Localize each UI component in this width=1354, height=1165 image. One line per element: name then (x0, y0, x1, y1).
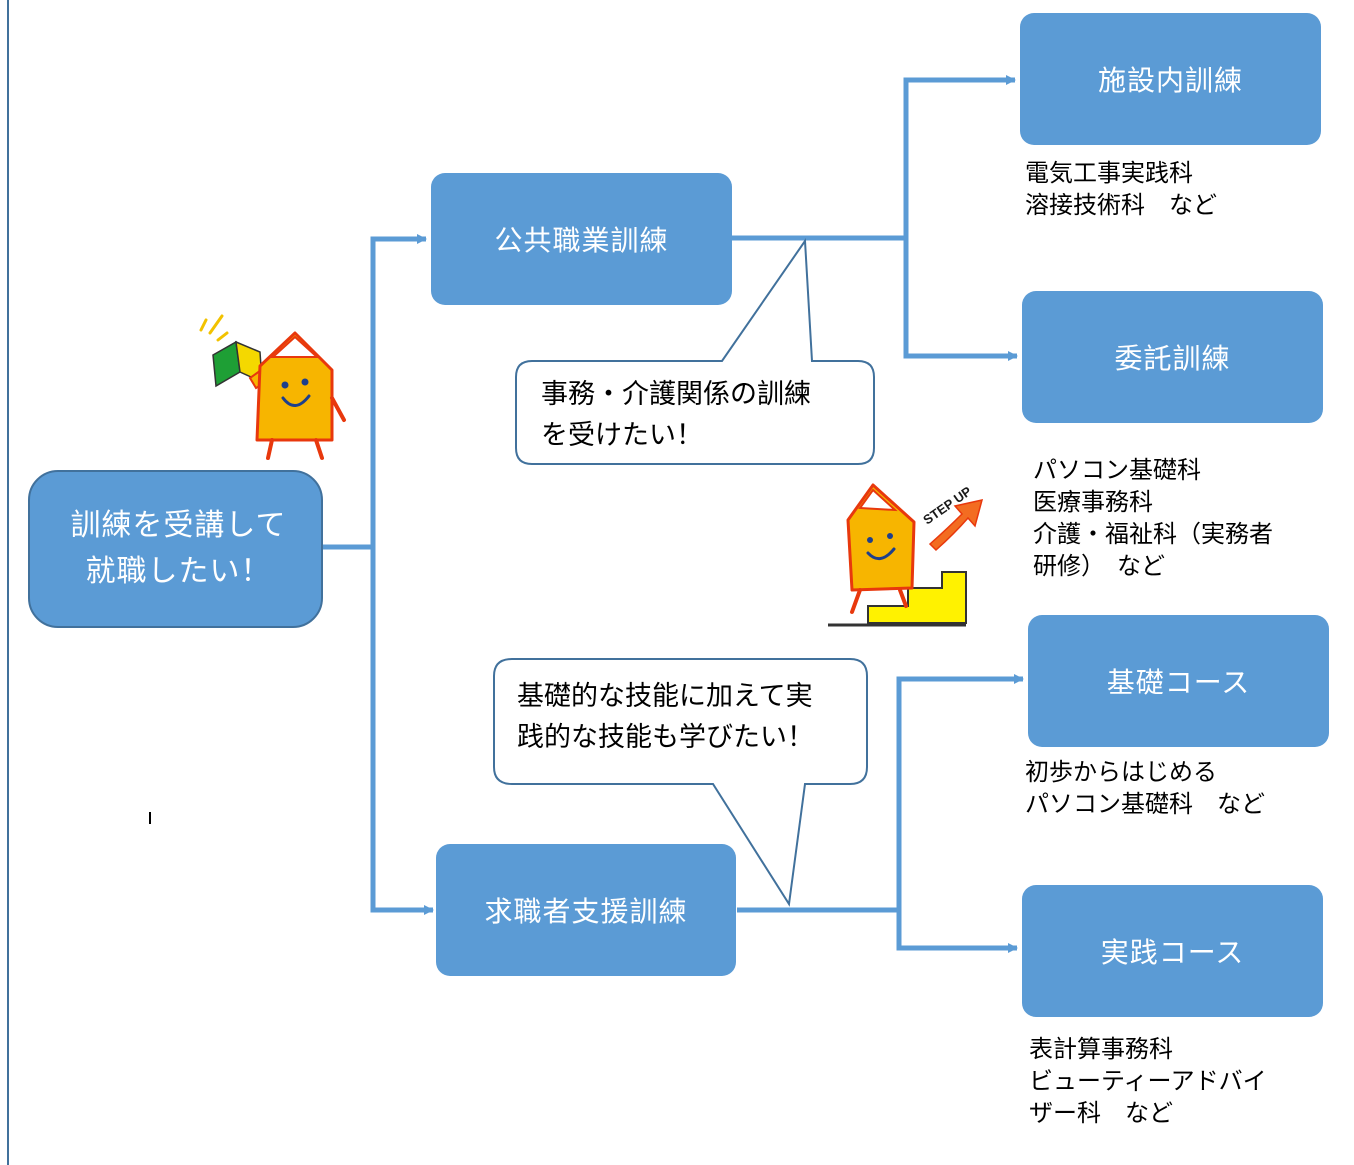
example-item: パソコン基礎科 (1033, 456, 1201, 484)
start-node: 訓練を受講して 就職したい！ (28, 470, 323, 628)
outsourced-training-label: 委託訓練 (1114, 342, 1231, 375)
start-node-line1: 訓練を受講して (70, 508, 287, 543)
start-node-line2: 就職したい！ (85, 554, 272, 589)
connector-split-jobseeker (370, 547, 434, 915)
bubble-public-line2: を受けたい！ (541, 420, 703, 451)
bubble-public-text: 事務・介護関係の訓練 を受けたい！ (541, 374, 811, 456)
stray-tick-mark (149, 812, 151, 824)
speech-bubble-jobseeker (493, 658, 868, 907)
public-training-node: 公共職業訓練 (431, 173, 732, 305)
in-facility-training-node: 施設内訓練 (1020, 13, 1321, 145)
in-facility-examples: 電気工事実践科 溶接技術科 など (1025, 157, 1217, 221)
mascot-beginner-icon (199, 314, 346, 460)
example-item: パソコン基礎科 など (1025, 790, 1265, 818)
practical-course-examples: 表計算事務科 ビューティーアドバイ ザー科 など (1029, 1033, 1267, 1129)
stepup-sign: STEP UP (920, 483, 974, 527)
practical-course-label: 実践コース (1100, 936, 1245, 969)
example-item: 電気工事実践科 (1025, 159, 1193, 187)
connector-to-in-facility (903, 75, 1016, 238)
connector-to-basic (896, 674, 1024, 910)
bubble-public-line1: 事務・介護関係の訓練 (541, 379, 811, 410)
connector-split-public (370, 234, 427, 547)
basic-course-label: 基礎コース (1106, 666, 1251, 699)
example-item: 初歩からはじめる (1025, 758, 1217, 786)
bubble-jobseeker-text: 基礎的な技能に加えて実 践的な技能も学びたい！ (517, 676, 814, 758)
example-item: 研修） など (1033, 552, 1165, 580)
outsourced-examples: パソコン基礎科 医療事務科 介護・福祉科（実務者 研修） など (1033, 454, 1273, 582)
connector-to-outsourced (903, 238, 1018, 361)
bubble-jobseeker-line2: 践的な技能も学びたい！ (517, 722, 814, 753)
connector-to-practical (896, 910, 1018, 953)
basic-course-examples: 初歩からはじめる パソコン基礎科 など (1025, 756, 1265, 820)
mascot-stepup-icon (828, 483, 984, 627)
example-item: 溶接技術科 など (1025, 191, 1217, 219)
example-item: ザー科 など (1029, 1099, 1173, 1127)
example-item: ビューティーアドバイ (1029, 1067, 1267, 1095)
in-facility-training-label: 施設内訓練 (1097, 64, 1243, 97)
example-item: 表計算事務科 (1029, 1035, 1173, 1063)
example-item: 介護・福祉科（実務者 (1033, 520, 1273, 548)
job-seeker-training-node: 求職者支援訓練 (436, 844, 736, 976)
practical-course-node: 実践コース (1022, 885, 1323, 1017)
speech-bubble-public (515, 238, 875, 465)
job-seeker-training-label: 求職者支援訓練 (484, 895, 688, 928)
example-item: 医療事務科 (1033, 488, 1153, 516)
basic-course-node: 基礎コース (1028, 615, 1329, 747)
stepup-sign-text: STEP UP (920, 483, 974, 527)
left-border-line (7, 0, 9, 1165)
public-training-label: 公共職業訓練 (494, 224, 669, 257)
outsourced-training-node: 委託訓練 (1022, 291, 1323, 423)
bubble-jobseeker-line1: 基礎的な技能に加えて実 (517, 681, 813, 712)
